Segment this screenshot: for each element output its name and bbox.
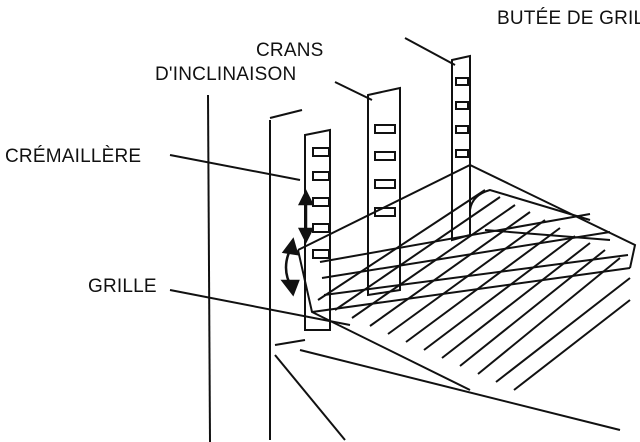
label-butee-de-grille: BUTÉE DE GRILLE bbox=[497, 8, 640, 29]
butee-rail bbox=[451, 54, 471, 242]
leader-grille bbox=[169, 289, 351, 326]
label-grille: GRILLE bbox=[88, 276, 157, 297]
leader-butee bbox=[404, 37, 456, 66]
label-d-inclinaison: D'INCLINAISON bbox=[155, 64, 296, 85]
adjustment-arrows bbox=[280, 189, 315, 297]
cremaillere-rail bbox=[304, 128, 331, 331]
label-crans: CRANS bbox=[256, 40, 324, 61]
label-cremaillere: CRÉMAILLÈRE bbox=[5, 146, 141, 167]
leader-lines bbox=[169, 37, 456, 326]
crans-rail bbox=[367, 86, 401, 297]
leader-crans bbox=[334, 81, 373, 101]
rack-grid bbox=[297, 163, 637, 391]
leader-cremaillere bbox=[169, 154, 301, 181]
